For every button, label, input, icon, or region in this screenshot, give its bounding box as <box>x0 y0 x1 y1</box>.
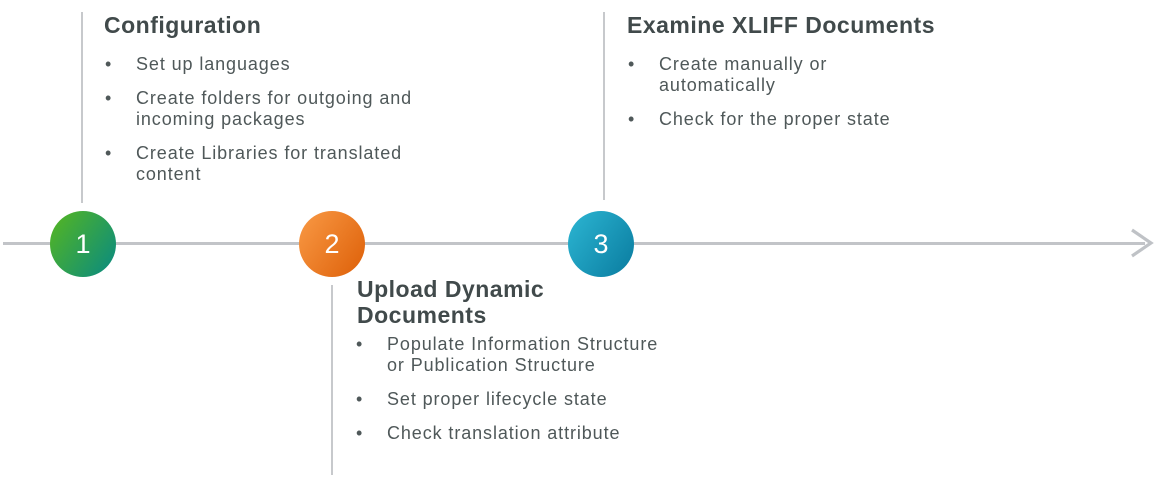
step3-connector-line <box>603 12 605 200</box>
step2-circle: 2 <box>299 211 365 277</box>
step1-circle: 1 <box>50 211 116 277</box>
step2-bullet-2: Set proper lifecycle state <box>355 389 700 410</box>
step3-bullet-list: Create manually or automatically Check f… <box>627 54 972 130</box>
step2-bullet-list: Populate Information Structure or Public… <box>355 334 700 444</box>
step1-title: Configuration <box>104 12 262 38</box>
step3-circle: 3 <box>568 211 634 277</box>
step2-block: Upload Dynamic Documents Populate Inform… <box>355 276 700 457</box>
step3-bullet-1: Create manually or automatically <box>627 54 972 96</box>
step1-bullet-1: Set up languages <box>104 54 449 75</box>
step2-number: 2 <box>324 228 340 259</box>
step3-bullet-2: Check for the proper state <box>627 109 972 130</box>
step3-number: 3 <box>593 228 609 259</box>
step1-number: 1 <box>75 228 91 259</box>
step1-bullet-list: Set up languages Create folders for outg… <box>104 54 449 185</box>
step1-block: Configuration Set up languages Create fo… <box>104 12 449 198</box>
timeline-arrowhead-icon <box>1131 228 1154 258</box>
step3-title: Examine XLIFF Documents <box>627 12 936 38</box>
step1-connector-line <box>81 12 83 203</box>
step3-block: Examine XLIFF Documents Create manually … <box>627 12 972 143</box>
step2-connector-line <box>331 285 333 475</box>
step1-bullet-3: Create Libraries for translated content <box>104 143 449 185</box>
step1-bullet-2: Create folders for outgoing and incoming… <box>104 88 449 130</box>
step2-bullet-3: Check translation attribute <box>355 423 700 444</box>
step2-title: Upload Dynamic Documents <box>357 276 545 328</box>
step2-bullet-1: Populate Information Structure or Public… <box>355 334 700 376</box>
